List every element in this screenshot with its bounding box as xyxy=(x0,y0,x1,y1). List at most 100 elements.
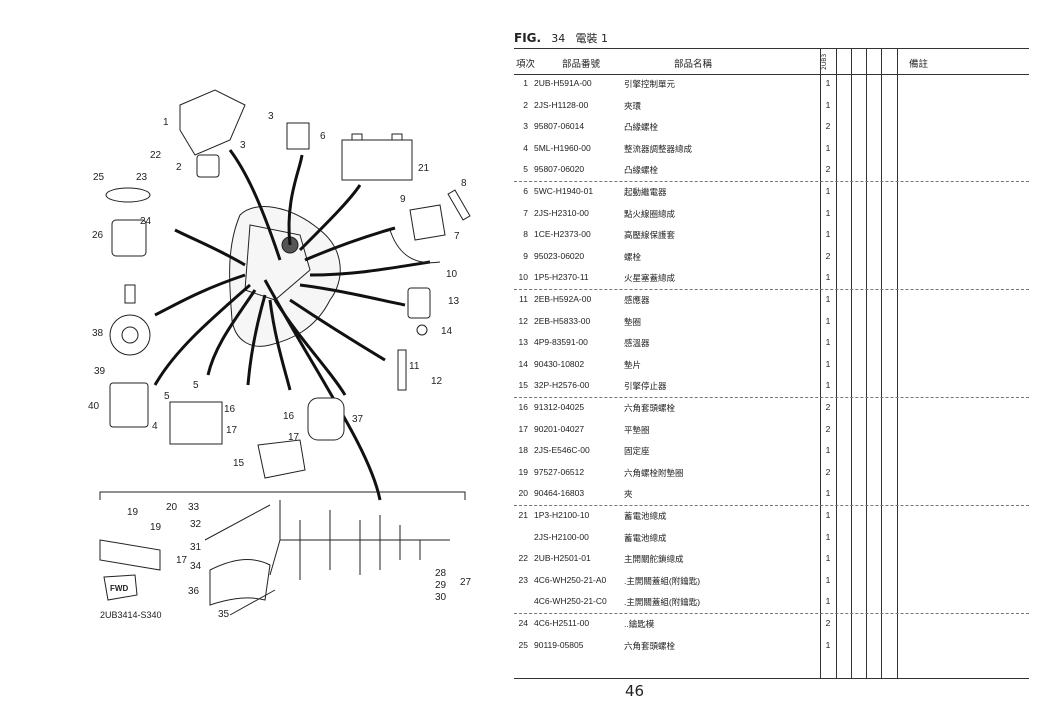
ecu-part xyxy=(179,89,246,156)
quantity: 2 xyxy=(825,164,831,175)
part-name: 墊片 xyxy=(624,359,642,370)
callout-number: 5 xyxy=(193,380,199,391)
part-name: 凸緣螺栓 xyxy=(624,165,659,176)
part-name: 起動繼電器 xyxy=(624,187,667,197)
part-name: 整流器調整器總成 xyxy=(624,143,693,154)
exploded-parts-diagram: FWD 2UB3414-S340 13322223252426621897101… xyxy=(88,89,472,620)
col-remarks: 備註 xyxy=(909,59,929,70)
item-number: 19 xyxy=(518,466,528,477)
quantity: 1 xyxy=(825,272,831,283)
quantity: 1 xyxy=(825,531,831,542)
callout-number: 23 xyxy=(136,172,148,183)
table-header: 項次 部品番號 部品名稱 2UB3 備註 xyxy=(514,49,1029,75)
sensor-part xyxy=(407,287,431,319)
part-name: 感應器 xyxy=(624,295,650,305)
callout-number: 25 xyxy=(93,172,105,183)
quantity: 2 xyxy=(825,618,831,628)
part-number: 90430-10802 xyxy=(534,358,585,369)
callout-number: 29 xyxy=(435,580,447,591)
part-number: 2JS-H2310-00 xyxy=(534,207,589,218)
fwd-arrow-icon: FWD xyxy=(103,574,138,601)
part-name: 螺栓 xyxy=(624,251,642,262)
item-number: 20 xyxy=(518,488,528,499)
part-number: 1P3-H2100-10 xyxy=(534,510,590,520)
part-number: 4P9-83591-00 xyxy=(534,337,588,348)
callout-number: 24 xyxy=(140,216,152,227)
quantity: 1 xyxy=(825,445,831,456)
callout-number: 9 xyxy=(400,194,406,205)
part-number: 95023-06020 xyxy=(534,250,585,261)
part-number: 1P5-H2370-11 xyxy=(534,272,589,283)
quantity: 1 xyxy=(825,229,831,240)
mount-bracket xyxy=(99,539,161,571)
callout-number: 33 xyxy=(188,502,200,513)
diagram-code: 2UB3414-S340 xyxy=(100,610,162,620)
callout-number: 28 xyxy=(435,568,447,579)
part-number: 90464-16803 xyxy=(534,488,585,499)
part-name: 夾環 xyxy=(624,100,642,111)
part-name: 六角套頭螺栓 xyxy=(624,640,676,651)
quantity: 1 xyxy=(825,294,831,304)
callout-number: 10 xyxy=(446,269,458,280)
part-name: 凸緣螺栓 xyxy=(624,122,659,133)
part-number: 97527-06512 xyxy=(534,466,585,477)
callout-number: 17 xyxy=(288,432,300,443)
callout-number: 27 xyxy=(460,577,472,588)
callout-number: 22 xyxy=(150,150,162,161)
quantity: 1 xyxy=(825,99,831,110)
col-part-no: 部品番號 xyxy=(562,59,601,70)
item-number: 5 xyxy=(523,164,528,175)
group-separator xyxy=(514,505,1029,506)
group-separator xyxy=(514,289,1029,290)
quantity: 1 xyxy=(825,596,831,607)
col-model: 2UB3 xyxy=(821,53,828,71)
part-number: 91312-04025 xyxy=(534,402,585,412)
starter-relay-part xyxy=(286,122,310,150)
item-number: 11 xyxy=(519,294,528,304)
callout-number: 14 xyxy=(441,326,453,337)
item-number: 23 xyxy=(518,574,528,585)
quantity: 1 xyxy=(825,488,831,499)
item-number: 1 xyxy=(523,78,528,88)
rectifier-part xyxy=(169,401,223,445)
item-number: 2 xyxy=(523,99,528,110)
part-number: 32P-H2576-00 xyxy=(534,380,590,391)
ignition-coil-part xyxy=(409,204,446,241)
quantity: 2 xyxy=(825,402,831,412)
callout-number: 4 xyxy=(152,421,158,432)
callout-number: 6 xyxy=(320,131,326,142)
item-number: 17 xyxy=(518,423,528,434)
callout-number: 40 xyxy=(88,401,100,412)
part-number: 2EB-H592A-00 xyxy=(534,294,592,304)
part-name: 墊圈 xyxy=(624,316,642,327)
callout-number: 31 xyxy=(190,542,202,553)
quantity: 1 xyxy=(825,207,831,218)
item-number: 14 xyxy=(518,358,528,369)
part-number: 1CE-H2373-00 xyxy=(534,229,591,240)
quantity: 1 xyxy=(825,380,831,391)
quantity: 2 xyxy=(825,121,831,132)
quantity: 1 xyxy=(825,639,831,650)
fig-title: 電裝 1 xyxy=(575,32,608,45)
fig-label: FIG. xyxy=(514,31,542,45)
item-number: 6 xyxy=(523,186,528,196)
clamp-part xyxy=(196,154,220,178)
part-number: 2JS-H2100-00 xyxy=(534,531,589,542)
part-name: 引擎控制單元 xyxy=(624,79,676,89)
item-number: 25 xyxy=(518,639,528,650)
callout-number: 1 xyxy=(163,117,169,128)
item-number: 3 xyxy=(523,121,528,132)
part-name: .主開關蓋組(附鑰匙) xyxy=(624,597,701,608)
